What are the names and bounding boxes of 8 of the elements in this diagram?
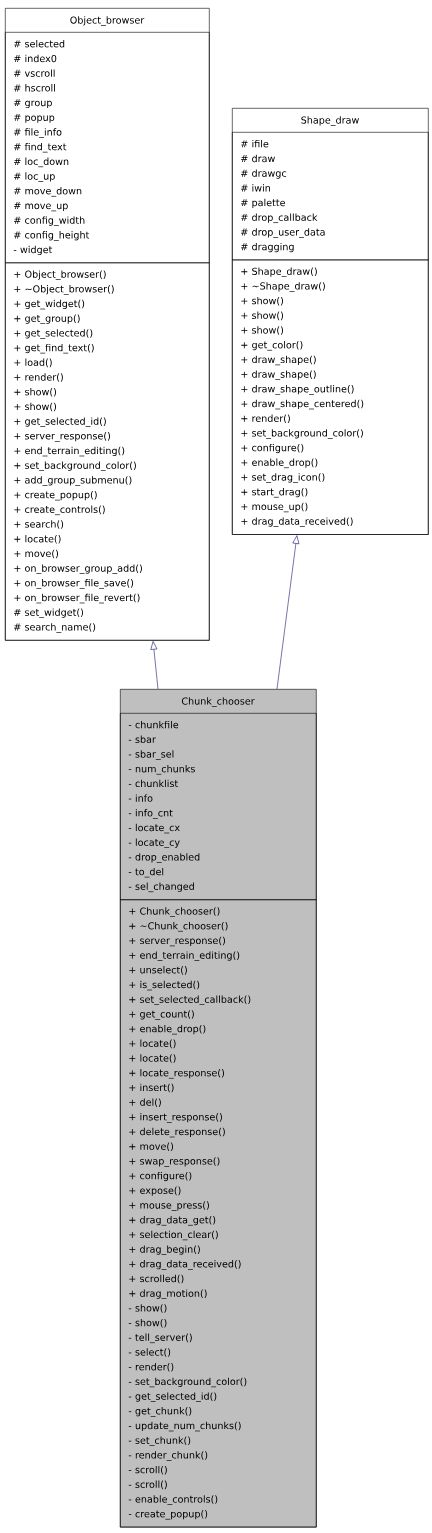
member-list: + Chunk_chooser() + ~Chunk_chooser() + server_response() + end_terrain_editing() + unselect() + is_selected() + set_selected_callback() + get_count() + enable_drop() + locate() + locate() + locate_response() + insert() + del() + insert_response() + delete_response() + move() + swap_response() + configure() + expose() + mouse_press() + drag_data_get() + selection_clear() + drag_begin() + drag_data_received() + scrolled() + drag_motion() - show() - show() - tell_server() - select() - render() - set_background_color() - get_selected_id() - get_chunk() - update_num_chunks() - set_chunk() - render_chunk() - scroll() - scroll() - enable_controls() - create_popup() (120, 899, 317, 1528)
member-list: + Object_browser() + ~Object_browser() + get_widget() + get_group() + get_selected() + get_find_text() + load() + render() + show() + show() + get_selected_id() + server_response() + end_terrain_editing() + set_background_color() + add_group_submenu() + create_popup() + create_controls() + search() + locate() + move() + on_browser_group_add() + on_browser_file_save() + on_browser_file_revert() # set_widget() # search_name() (5, 262, 210, 641)
inheritance-arrow (276, 535, 300, 690)
member-list: + Shape_draw() + ~Shape_draw() + show() + show() + show() + get_color() + draw_shape() + draw_shape() + draw_shape_outline() + draw_shape_centered() + render() + set_background_color() + configure() + enable_drop() + set_drag_icon() + start_drag() + mouse_up() + drag_data_received() (232, 259, 429, 535)
member-list: # selected # index0 # vscroll # hscroll # group # popup # file_info # find_text # loc_down # loc_up # move_down # move_up # config_width # config_height - widget (5, 32, 210, 264)
member-list: - chunkfile - sbar - sbar_sel - num_chunks - chunklist - info - info_cnt - locate_cx - locate_cy - drop_enabled - to_del - sel_changed (120, 713, 317, 900)
inheritance-arrow (150, 641, 159, 690)
member-list: # ifile # draw # drawgc # iwin # palette # drop_callback # drop_user_data # dragging (232, 132, 429, 261)
